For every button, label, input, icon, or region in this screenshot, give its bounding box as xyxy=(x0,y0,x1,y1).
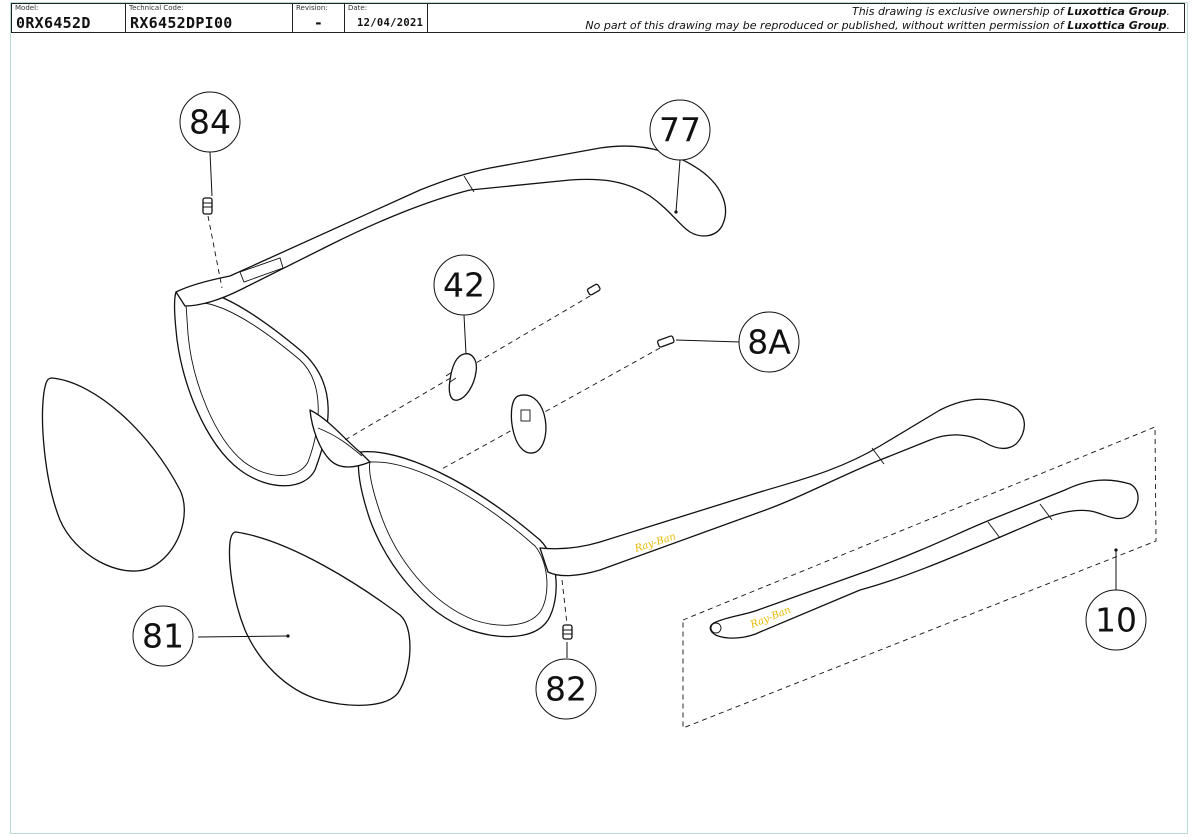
nose-pad-spare-insert xyxy=(520,409,531,422)
technical-code-cell: Technical Code: RX6452DPI00 xyxy=(126,4,293,32)
callout-8A: 8A xyxy=(738,311,800,373)
spare-temple-group: Ray-Ban xyxy=(682,426,1157,729)
notice-line-1: This drawing is exclusive ownership of L… xyxy=(851,5,1170,18)
spare-temple xyxy=(709,479,1139,639)
svg-text:8A: 8A xyxy=(747,323,791,362)
callout-10: 10 xyxy=(1085,589,1147,651)
nose-pad-spare xyxy=(510,394,547,454)
callout-81: 81 xyxy=(132,605,194,667)
leader-81 xyxy=(197,635,289,638)
revision-value: - xyxy=(313,14,324,32)
leader-42 xyxy=(463,314,467,355)
date-cell: Date: 12/04/2021 xyxy=(345,4,428,32)
revision-caption: Revision: xyxy=(296,4,328,12)
frame-front-group xyxy=(173,288,557,638)
model-cell: Model: 0RX6452D xyxy=(12,4,126,32)
model-value: 0RX6452D xyxy=(16,14,91,32)
model-caption: Model: xyxy=(15,4,39,12)
screw-84 xyxy=(202,197,213,215)
left-temple xyxy=(175,145,727,307)
svg-text:77: 77 xyxy=(659,111,701,150)
lens-right-spare xyxy=(228,531,411,706)
spare-temple-box xyxy=(682,426,1157,729)
callout-82: 82 xyxy=(535,658,597,720)
revision-cell: Revision: - xyxy=(293,4,345,32)
right-rim xyxy=(357,451,557,638)
right-temple xyxy=(539,398,1025,577)
svg-text:84: 84 xyxy=(189,103,231,142)
technical-code-value: RX6452DPI00 xyxy=(130,14,233,32)
title-block: Model: 0RX6452D Technical Code: RX6452DP… xyxy=(11,3,1185,33)
ownership-notice: This drawing is exclusive ownership of L… xyxy=(428,4,1184,32)
callout-84: 84 xyxy=(179,91,241,153)
notice-line-2: No part of this drawing may be reproduce… xyxy=(585,19,1170,32)
lens-left-spare xyxy=(41,377,185,572)
left-rim xyxy=(173,288,329,487)
pad-screw xyxy=(586,283,601,296)
drawing-sheet xyxy=(10,2,1188,834)
screw-82 xyxy=(562,624,573,640)
callout-42: 42 xyxy=(433,254,495,316)
svg-text:10: 10 xyxy=(1095,601,1137,640)
leader-8A xyxy=(675,339,741,343)
bridge xyxy=(309,409,371,468)
screw-8A xyxy=(657,335,675,348)
svg-text:82: 82 xyxy=(545,670,587,709)
leader-10-dot xyxy=(1114,548,1118,552)
left-temple-hinge xyxy=(239,257,284,283)
callout-77: 77 xyxy=(649,99,711,161)
leader-81-dot xyxy=(286,634,290,638)
notice-owner: Luxottica Group xyxy=(1067,5,1167,18)
spare-temple-hinge-hole xyxy=(710,622,722,634)
leader-77 xyxy=(675,159,681,213)
technical-code-caption: Technical Code: xyxy=(129,4,184,12)
leader-84 xyxy=(209,151,213,197)
date-value: 12/04/2021 xyxy=(357,17,424,29)
svg-text:81: 81 xyxy=(142,617,184,656)
notice-owner-2: Luxottica Group xyxy=(1067,19,1167,32)
nose-pad-42 xyxy=(448,353,478,401)
date-caption: Date: xyxy=(348,4,368,12)
svg-text:42: 42 xyxy=(443,266,485,305)
leader-77-dot xyxy=(674,210,678,214)
